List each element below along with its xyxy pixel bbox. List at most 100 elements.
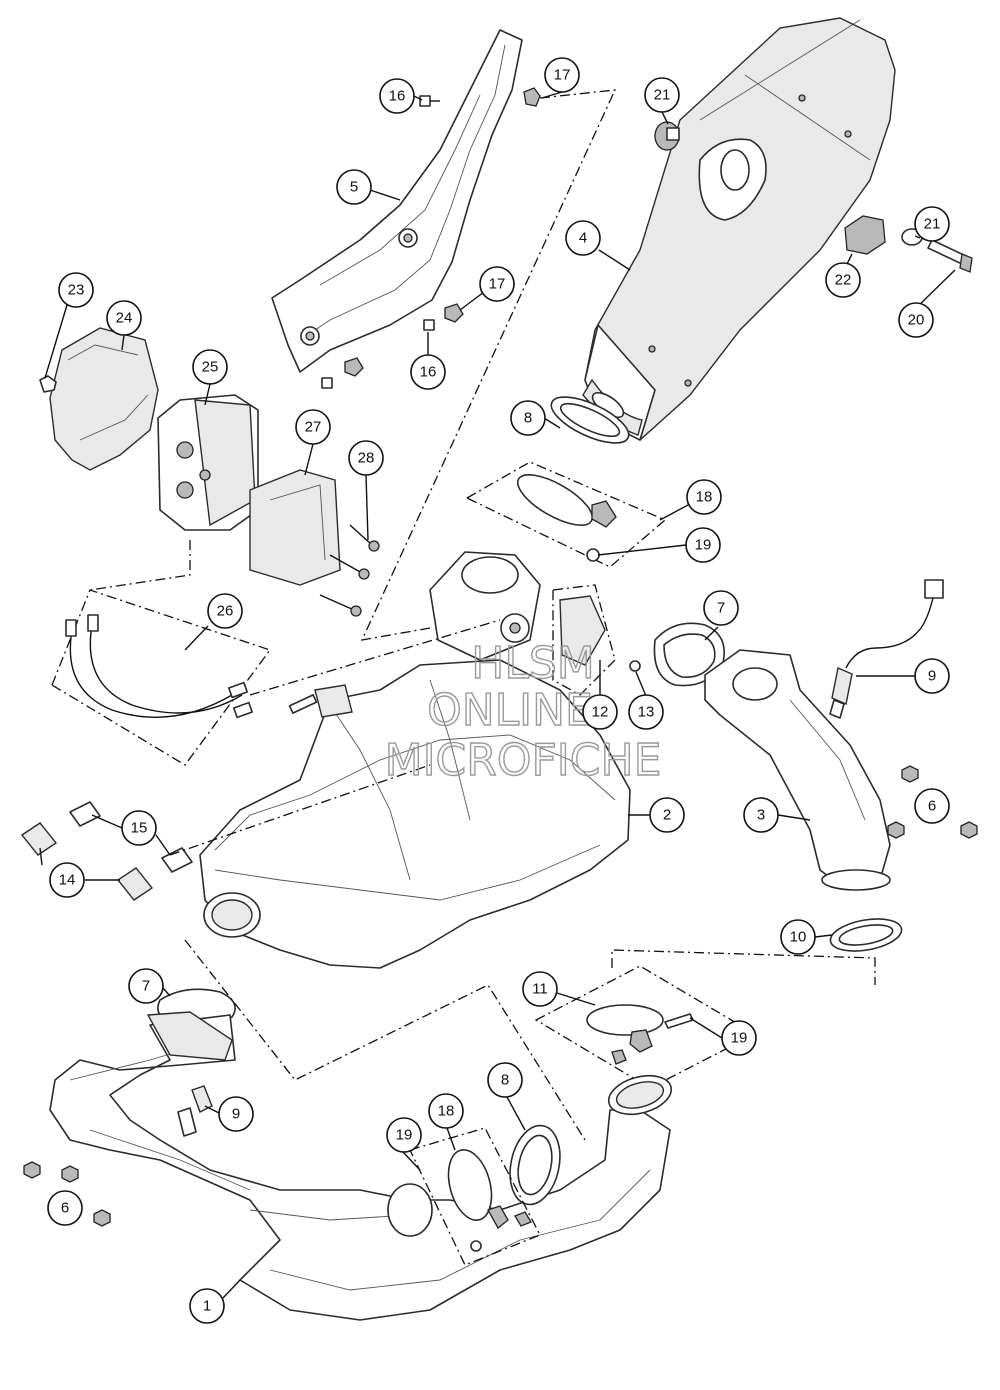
callout-4[interactable]: 4 bbox=[565, 220, 601, 256]
callout-14[interactable]: 14 bbox=[49, 862, 85, 898]
callout-label: 8 bbox=[501, 1072, 509, 1089]
callout-8[interactable]: 8 bbox=[487, 1062, 523, 1098]
callout-label: 18 bbox=[696, 489, 713, 506]
relation-line-cable bbox=[89, 540, 191, 591]
callout-9[interactable]: 9 bbox=[218, 1096, 254, 1132]
header-pipe-1 bbox=[49, 1011, 673, 1321]
callout-label: 21 bbox=[924, 216, 941, 233]
callout-13[interactable]: 13 bbox=[628, 694, 664, 730]
leader-lines bbox=[39, 91, 956, 1299]
callout-6[interactable]: 6 bbox=[914, 788, 950, 824]
watermark-line-1: HLSM bbox=[471, 638, 595, 689]
connector-pipe-3 bbox=[704, 649, 891, 891]
callout-label: 16 bbox=[420, 364, 437, 381]
callout-7[interactable]: 7 bbox=[128, 968, 164, 1004]
relation-line-valve-cable bbox=[249, 619, 501, 696]
callout-18[interactable]: 18 bbox=[686, 479, 722, 515]
callout-label: 2 bbox=[663, 807, 671, 824]
gasket-10 bbox=[829, 918, 903, 952]
nuts-6-upper bbox=[887, 765, 978, 839]
relation-line-muffler-header bbox=[184, 939, 586, 1141]
callout-8[interactable]: 8 bbox=[510, 400, 546, 436]
callout-23[interactable]: 23 bbox=[58, 272, 94, 308]
callout-11[interactable]: 11 bbox=[522, 971, 558, 1007]
callout-19[interactable]: 19 bbox=[685, 527, 721, 563]
oxygen-sensor-lower bbox=[177, 1085, 213, 1137]
callout-label: 14 bbox=[59, 872, 76, 889]
callout-5[interactable]: 5 bbox=[336, 169, 372, 205]
callout-24[interactable]: 24 bbox=[106, 300, 142, 336]
callout-19[interactable]: 19 bbox=[386, 1117, 422, 1153]
watermark-line-2: ONLINE bbox=[427, 685, 593, 736]
callout-15[interactable]: 15 bbox=[121, 810, 157, 846]
callouts: 16 17 5 17 16 21 4 21 22 20 23 24 25 27 … bbox=[47, 57, 950, 1324]
callout-6[interactable]: 6 bbox=[47, 1190, 83, 1226]
callout-25[interactable]: 25 bbox=[192, 349, 228, 385]
callout-label: 27 bbox=[305, 419, 322, 436]
callout-26[interactable]: 26 bbox=[207, 593, 243, 629]
callout-label: 20 bbox=[908, 312, 925, 329]
callout-label: 10 bbox=[790, 929, 807, 946]
callout-7[interactable]: 7 bbox=[703, 590, 739, 626]
valve-housing bbox=[429, 551, 541, 661]
callout-21[interactable]: 21 bbox=[914, 206, 950, 242]
callout-label: 23 bbox=[68, 282, 85, 299]
callout-label: 16 bbox=[389, 88, 406, 105]
actuator-25 bbox=[157, 394, 259, 531]
callout-label: 4 bbox=[579, 230, 587, 247]
callout-16[interactable]: 16 bbox=[379, 78, 415, 114]
callout-label: 17 bbox=[489, 276, 506, 293]
grommet-21 bbox=[654, 121, 680, 151]
callout-10[interactable]: 10 bbox=[780, 919, 816, 955]
callout-label: 19 bbox=[396, 1127, 413, 1144]
callout-label: 1 bbox=[203, 1298, 211, 1315]
cable-set-26 bbox=[51, 589, 272, 766]
relation-line-shield bbox=[360, 89, 617, 641]
callout-label: 6 bbox=[61, 1200, 69, 1217]
callout-28[interactable]: 28 bbox=[348, 440, 384, 476]
callout-18[interactable]: 18 bbox=[428, 1093, 464, 1129]
callout-2[interactable]: 2 bbox=[649, 797, 685, 833]
clip-fasteners-17 bbox=[344, 87, 541, 377]
actuator-shield-27 bbox=[249, 469, 341, 586]
callout-22[interactable]: 22 bbox=[825, 262, 861, 298]
lower-gasket-8 bbox=[509, 1124, 561, 1206]
callout-label: 6 bbox=[928, 798, 936, 815]
callout-27[interactable]: 27 bbox=[295, 409, 331, 445]
callout-17[interactable]: 17 bbox=[479, 266, 515, 302]
callout-21[interactable]: 21 bbox=[644, 77, 680, 113]
callout-3[interactable]: 3 bbox=[743, 797, 779, 833]
main-muffler bbox=[199, 659, 631, 969]
callout-16[interactable]: 16 bbox=[410, 354, 446, 390]
nut-13 bbox=[629, 660, 641, 672]
callout-label: 7 bbox=[142, 978, 150, 995]
callout-12[interactable]: 12 bbox=[582, 694, 618, 730]
callout-label: 26 bbox=[217, 603, 234, 620]
callout-label: 21 bbox=[654, 87, 671, 104]
callout-label: 11 bbox=[532, 981, 548, 998]
callout-label: 19 bbox=[731, 1030, 748, 1047]
relation-line-plug bbox=[169, 764, 431, 856]
upper-gasket-8 bbox=[550, 396, 630, 444]
relation-line-gasket10 bbox=[611, 949, 876, 985]
callout-1[interactable]: 1 bbox=[189, 1288, 225, 1324]
valve-cover-12 bbox=[552, 584, 616, 696]
silencer bbox=[582, 17, 896, 441]
callout-19[interactable]: 19 bbox=[721, 1020, 757, 1056]
callout-label: 5 bbox=[350, 179, 358, 196]
callout-label: 9 bbox=[928, 668, 936, 685]
sleeves-15 bbox=[69, 801, 193, 873]
callout-label: 19 bbox=[695, 537, 712, 554]
callout-label: 15 bbox=[131, 820, 148, 837]
nuts-6-lower bbox=[23, 1161, 111, 1227]
callout-label: 7 bbox=[717, 600, 725, 617]
callout-9[interactable]: 9 bbox=[914, 658, 950, 694]
callout-label: 22 bbox=[835, 272, 852, 289]
upper-clamp-18-group bbox=[465, 461, 667, 568]
bolt-23 bbox=[39, 375, 57, 393]
callout-20[interactable]: 20 bbox=[898, 302, 934, 338]
watermark: HLSM ONLINE MICROFICHE bbox=[384, 637, 662, 786]
callout-17[interactable]: 17 bbox=[544, 57, 580, 93]
clamp-11-group bbox=[534, 965, 757, 1089]
callout-label: 25 bbox=[202, 359, 219, 376]
